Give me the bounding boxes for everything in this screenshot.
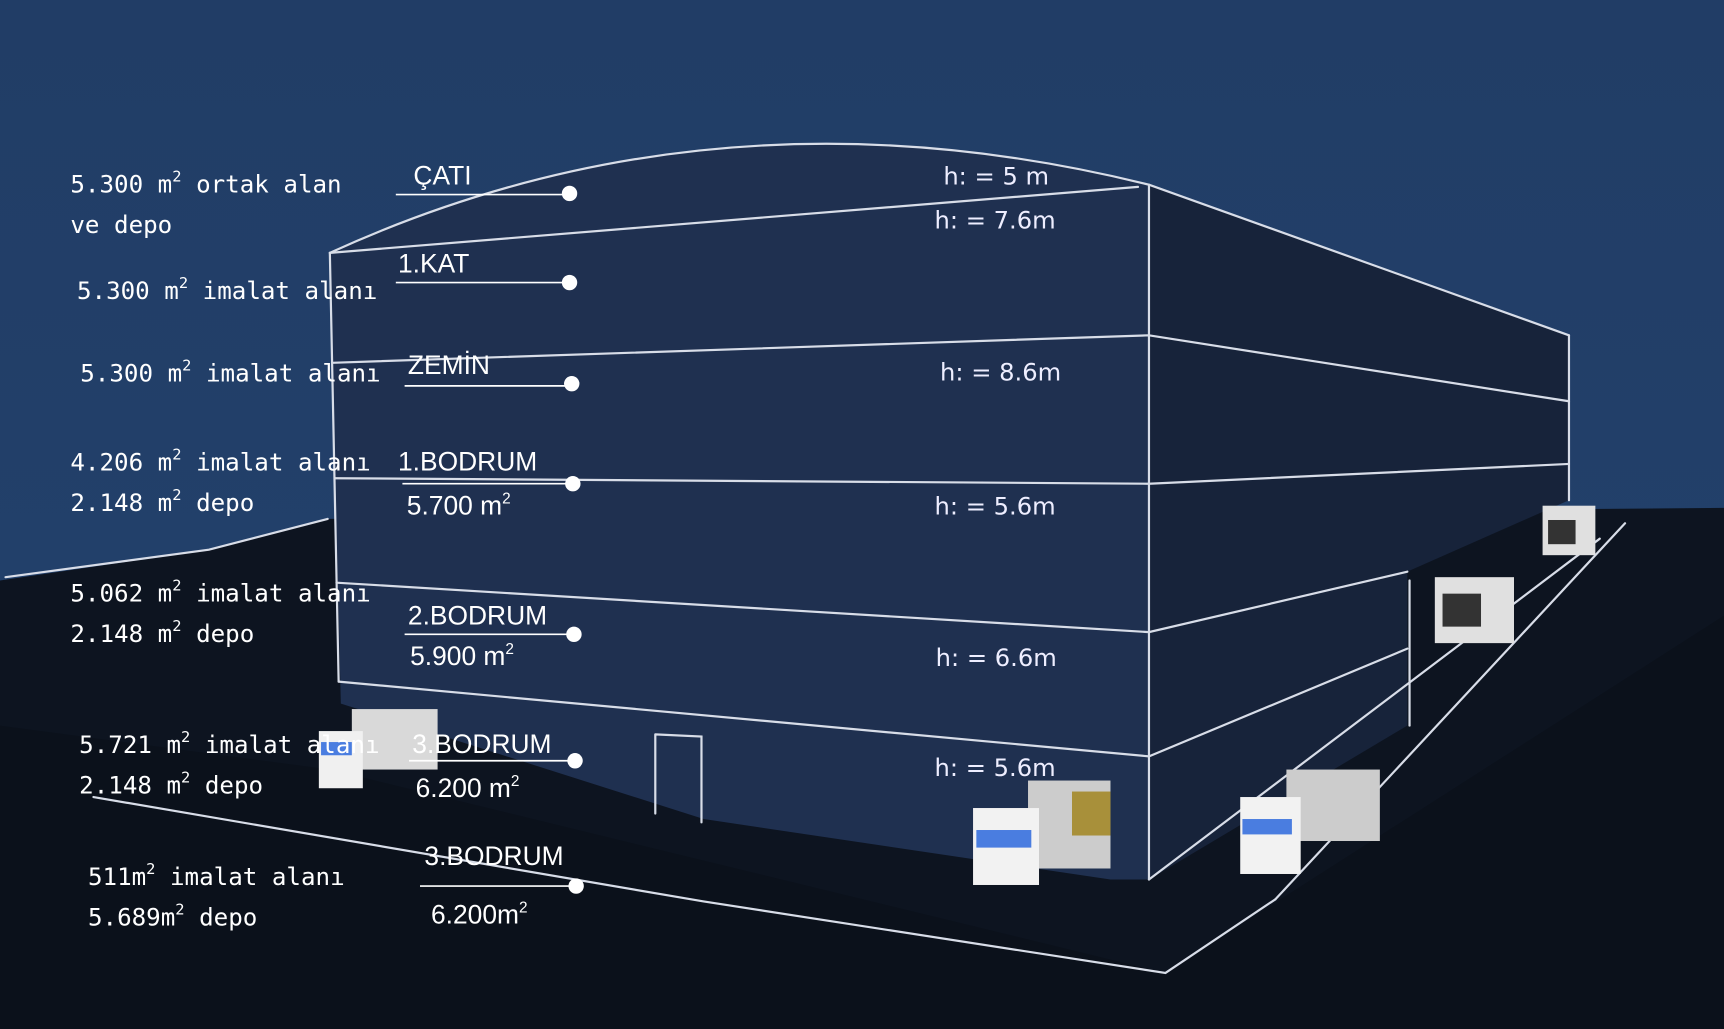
- floor-marker-3bodrum: 3.BODRUM 6.200 m2: [409, 729, 583, 803]
- area-label: 511m2 imalat alanı: [88, 860, 345, 891]
- floor-marker-1bodrum: 1.BODRUM 5.700 m2: [398, 447, 581, 521]
- height-label: h: = 8.6m: [940, 358, 1061, 386]
- road: [0, 615, 1724, 1029]
- area-label: 2.148 m2 depo: [79, 769, 263, 800]
- svg-text:ÇATI: ÇATI: [413, 161, 471, 191]
- floor-marker-2bodrum: 2.BODRUM 5.900 m2: [404, 600, 582, 671]
- area-label: 4.206 m2 imalat alanı: [70, 446, 370, 477]
- svg-text:3.BODRUM: 3.BODRUM: [412, 729, 551, 759]
- floor-marker-1kat: 1.KAT: [395, 249, 578, 291]
- truck-icon: [973, 780, 1111, 885]
- truck-icon: [1240, 769, 1380, 874]
- svg-text:6.200 m2: 6.200 m2: [416, 773, 520, 803]
- building-front-face: [329, 143, 1149, 880]
- height-label: h: = 5 m: [943, 163, 1049, 191]
- area-label: 5.300 m2 imalat alanı: [80, 356, 380, 387]
- svg-text:1.KAT: 1.KAT: [398, 249, 469, 279]
- building-side-face: [1148, 184, 1569, 880]
- trailer-icon: [1434, 577, 1514, 644]
- svg-text:6.200m2: 6.200m2: [431, 899, 528, 929]
- area-label: 5.062 m2 imalat alanı: [70, 576, 370, 607]
- svg-text:1.BODRUM: 1.BODRUM: [398, 447, 537, 477]
- svg-text:ZEMİN: ZEMİN: [408, 350, 490, 380]
- height-label: h: = 6.6m: [936, 644, 1057, 672]
- svg-text:5.700 m2: 5.700 m2: [407, 491, 511, 521]
- floor-marker-3bodrum-lower: 3.BODRUM 6.200m2: [420, 841, 584, 929]
- area-label: 5.721 m2 imalat alanı: [79, 728, 379, 759]
- height-labels: h: = 5 m h: = 7.6m h: = 8.6m h: = 5.6m h…: [935, 163, 1062, 782]
- height-label: h: = 5.6m: [935, 754, 1056, 782]
- area-label: 2.148 m2 depo: [70, 617, 254, 648]
- height-label: h: = 7.6m: [935, 207, 1056, 235]
- area-label: 2.148 m2 depo: [70, 486, 254, 517]
- trailer-icon: [1542, 505, 1596, 556]
- svg-text:3.BODRUM: 3.BODRUM: [424, 841, 563, 871]
- floor-marker-cati: ÇATI: [395, 161, 578, 202]
- area-label: ve depo: [70, 211, 172, 239]
- floor-labels: ÇATI 1.KAT ZEMİN 1.BODRUM 5.700 m2 2.BODR…: [395, 161, 584, 929]
- truck-icon: [318, 709, 438, 789]
- svg-text:2.BODRUM: 2.BODRUM: [408, 600, 547, 630]
- area-label: 5.300 m2 ortak alan: [70, 167, 341, 198]
- height-label: h: = 5.6m: [935, 493, 1056, 521]
- svg-text:5.900 m2: 5.900 m2: [410, 641, 514, 671]
- building-edges: [4, 142, 1627, 975]
- area-label: 5.300 m2 imalat alanı: [77, 274, 377, 305]
- area-labels: 5.300 m2 ortak alan ve depo 5.300 m2 ima…: [70, 167, 380, 931]
- area-label: 5.689m2 depo: [88, 901, 257, 932]
- floor-marker-zemin: ZEMİN: [404, 350, 580, 392]
